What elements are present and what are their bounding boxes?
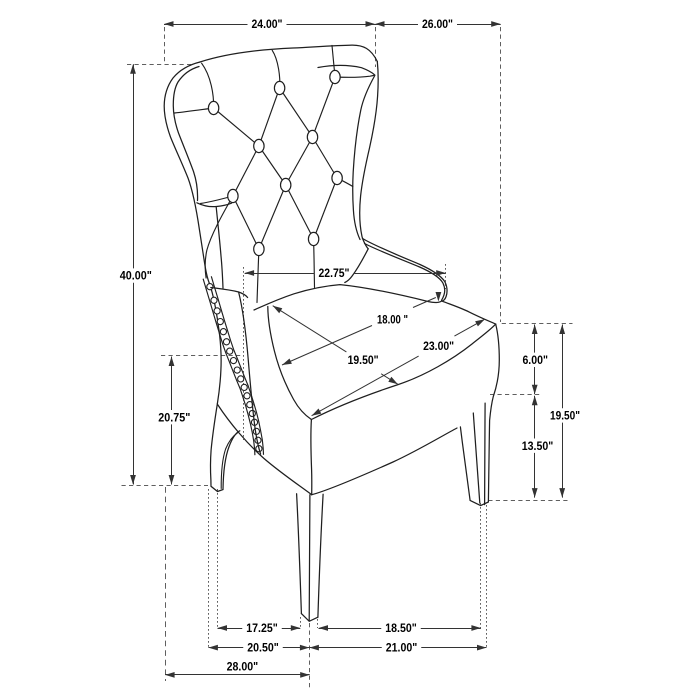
- svg-text:6.00": 6.00": [522, 353, 548, 367]
- svg-text:26.00": 26.00": [422, 17, 453, 31]
- svg-text:19.50": 19.50": [348, 353, 379, 367]
- svg-text:28.00": 28.00": [227, 660, 259, 674]
- svg-text:13.50": 13.50": [522, 439, 554, 453]
- svg-text:23.00": 23.00": [423, 339, 454, 353]
- svg-text:21.00": 21.00": [386, 641, 418, 655]
- svg-text:22.75": 22.75": [319, 266, 350, 280]
- svg-text:18.50": 18.50": [385, 621, 417, 635]
- svg-text:19.50": 19.50": [550, 409, 580, 423]
- svg-text:40.00": 40.00": [120, 269, 152, 283]
- svg-text:24.00": 24.00": [252, 17, 283, 31]
- svg-text:18.00 ": 18.00 ": [377, 313, 408, 327]
- svg-text:17.25": 17.25": [246, 621, 278, 635]
- svg-text:20.75": 20.75": [158, 410, 190, 424]
- svg-text:20.50": 20.50": [247, 641, 279, 655]
